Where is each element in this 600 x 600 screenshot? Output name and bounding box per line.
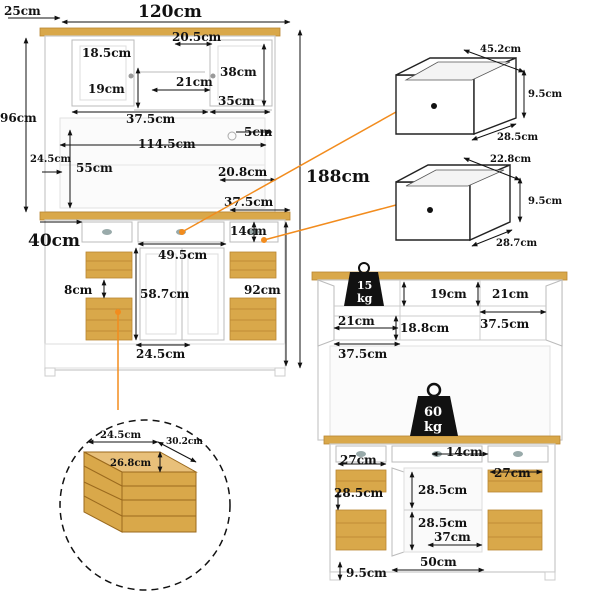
label-drawer-small-height: 9.5cm: [528, 196, 562, 207]
label-base-height: 92cm: [244, 283, 281, 297]
label-center-door-height: 58.7cm: [140, 287, 190, 301]
label-depth-top: 25cm: [4, 4, 41, 18]
label-hutch-open-height: 55cm: [76, 161, 113, 175]
hutch-top-board: [39, 27, 281, 37]
center-door-right: [181, 247, 225, 341]
label-inner-leg-9-5: 9.5cm: [346, 566, 387, 580]
upper-left-door: [71, 39, 135, 107]
label-drawer-large-width: 45.2cm: [480, 44, 521, 55]
label-drawer-large-depth: 28.5cm: [497, 132, 538, 143]
weight-icon-60kg: [410, 382, 458, 436]
label-upper-door-height: 19cm: [88, 82, 125, 96]
label-inner-width-37-5-right: 37.5cm: [480, 317, 530, 331]
label-drawer-small-depth: 28.7cm: [496, 238, 537, 249]
label-inner-center-28-5-bottom: 28.5cm: [418, 516, 468, 530]
drawer-large: [395, 56, 517, 136]
main-dimension-lines: [8, 15, 303, 369]
label-upper-shelf-width: 20.5cm: [172, 30, 222, 44]
label-bottom-shelf-width: 24.5cm: [136, 347, 186, 361]
label-inner-shelf-18-8: 18.8cm: [400, 321, 450, 335]
label-drawer-large-height: 9.5cm: [528, 89, 562, 100]
label-inner-drawer-14: 14cm: [446, 445, 483, 459]
center-door-left: [139, 247, 183, 341]
label-inner-shelf-21-right: 21cm: [492, 287, 529, 301]
label-hutch-width: 114.5cm: [138, 137, 196, 151]
label-inner-shelf-19: 19cm: [430, 287, 467, 301]
label-right-cabinet-width: 37.5cm: [224, 195, 274, 209]
label-weight-top-value: 15: [357, 279, 372, 292]
label-upper-right-height: 38cm: [220, 65, 257, 79]
counter-top: [39, 211, 291, 221]
label-inner-shelf-21-left: 21cm: [338, 314, 375, 328]
label-hutch-depth: 24.5cm: [30, 154, 71, 165]
label-hutch-side: 20.8cm: [218, 165, 268, 179]
label-basket-height: 26.8cm: [110, 458, 151, 469]
leader-lines: [117, 111, 397, 410]
label-upper-left-width: 37.5cm: [126, 112, 176, 126]
label-basket-width: 24.5cm: [100, 430, 141, 441]
inner-dimension-lines: [333, 281, 547, 581]
label-inner-37: 37cm: [434, 530, 471, 544]
label-inner-right-27: 27cm: [494, 466, 531, 480]
label-upper-right-width: 35cm: [218, 94, 255, 108]
label-hutch-height: 96cm: [0, 111, 37, 125]
label-weight-counter-value: 60: [424, 405, 442, 420]
right-baskets: [229, 251, 277, 341]
label-upper-door-width: 18.5cm: [82, 46, 132, 60]
label-drawer-small-width: 22.8cm: [490, 154, 531, 165]
drawer-small: [395, 163, 511, 242]
label-center-width: 49.5cm: [158, 248, 208, 262]
left-baskets: [85, 251, 133, 341]
weight-icon-15kg: [344, 262, 384, 306]
label-basket-depth: 30.2cm: [166, 437, 203, 447]
label-basket-height: 8cm: [64, 283, 93, 297]
label-inner-left-28-5: 28.5cm: [334, 486, 384, 500]
label-inner-50: 50cm: [420, 555, 457, 569]
label-base-depth: 40cm: [28, 231, 80, 251]
label-inner-width-37-5-left: 37.5cm: [338, 347, 388, 361]
label-drawer-height: 14cm: [230, 224, 267, 238]
label-width-total: 120cm: [138, 2, 202, 22]
label-inner-left-27: 27cm: [340, 453, 377, 467]
label-weight-counter-unit: kg: [424, 420, 442, 435]
label-upper-edge: 5cm: [244, 125, 273, 139]
label-upper-center-shelf: 21cm: [176, 75, 213, 89]
label-weight-top-unit: kg: [357, 292, 373, 305]
label-height-total: 188cm: [306, 167, 370, 187]
label-inner-center-28-5-top: 28.5cm: [418, 483, 468, 497]
